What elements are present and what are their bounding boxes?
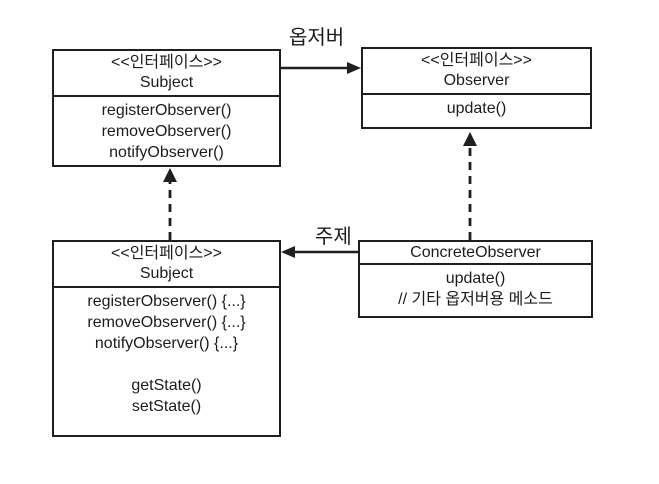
class-name: Observer xyxy=(443,72,510,89)
class-method: notifyObserver() xyxy=(109,144,224,161)
class-header: <<인터페이스>> Subject xyxy=(54,51,279,97)
edge-label-observer: 옵저버 xyxy=(289,27,345,49)
association-arrow-observer xyxy=(281,62,361,74)
class-method: // 기타 옵저버용 메소드 xyxy=(398,291,553,308)
realization-arrow-left xyxy=(163,168,177,240)
class-methods: update() // 기타 옵저버용 메소드 xyxy=(360,265,591,310)
class-method: update() xyxy=(445,270,506,287)
class-method: removeObserver() xyxy=(101,123,232,140)
class-header: <<인터페이스>> Subject xyxy=(54,242,279,288)
class-method: registerObserver() {...} xyxy=(87,293,246,310)
class-header: ConcreteObserver xyxy=(360,242,591,265)
class-stereotype: <<인터페이스>> xyxy=(421,52,532,69)
class-methods: registerObserver() {...} removeObserver(… xyxy=(54,288,279,417)
class-methods: registerObserver() removeObserver() noti… xyxy=(54,97,279,163)
class-method: getState() xyxy=(131,377,202,394)
edge-label-subject: 주제 xyxy=(315,226,352,248)
class-name: ConcreteObserver xyxy=(410,244,541,261)
class-box-concrete-observer: ConcreteObserver update() // 기타 옵저버용 메소드 xyxy=(358,240,593,318)
class-name: Subject xyxy=(139,74,194,91)
class-methods: update() xyxy=(363,95,590,119)
arrowhead-left-icon xyxy=(281,246,295,258)
class-method-spacer xyxy=(56,354,277,375)
arrowhead-right-icon xyxy=(347,62,361,74)
class-box-subject-interface: <<인터페이스>> Subject registerObserver() rem… xyxy=(52,49,281,167)
class-method: update() xyxy=(446,100,507,117)
class-method: setState() xyxy=(131,398,202,415)
realization-arrow-right xyxy=(463,132,477,240)
class-method: registerObserver() xyxy=(101,102,232,119)
class-method: notifyObserver() {...} xyxy=(94,335,239,352)
class-header: <<인터페이스>> Observer xyxy=(363,49,590,95)
class-box-concrete-subject: <<인터페이스>> Subject registerObserver() {..… xyxy=(52,240,281,437)
class-box-observer-interface: <<인터페이스>> Observer update() xyxy=(361,47,592,129)
class-stereotype: <<인터페이스>> xyxy=(111,54,222,71)
class-name: Subject xyxy=(139,265,194,282)
arrowhead-up-icon xyxy=(463,132,477,146)
arrowhead-up-icon xyxy=(163,168,177,182)
class-stereotype: <<인터페이스>> xyxy=(111,245,222,262)
class-method: removeObserver() {...} xyxy=(87,314,246,331)
